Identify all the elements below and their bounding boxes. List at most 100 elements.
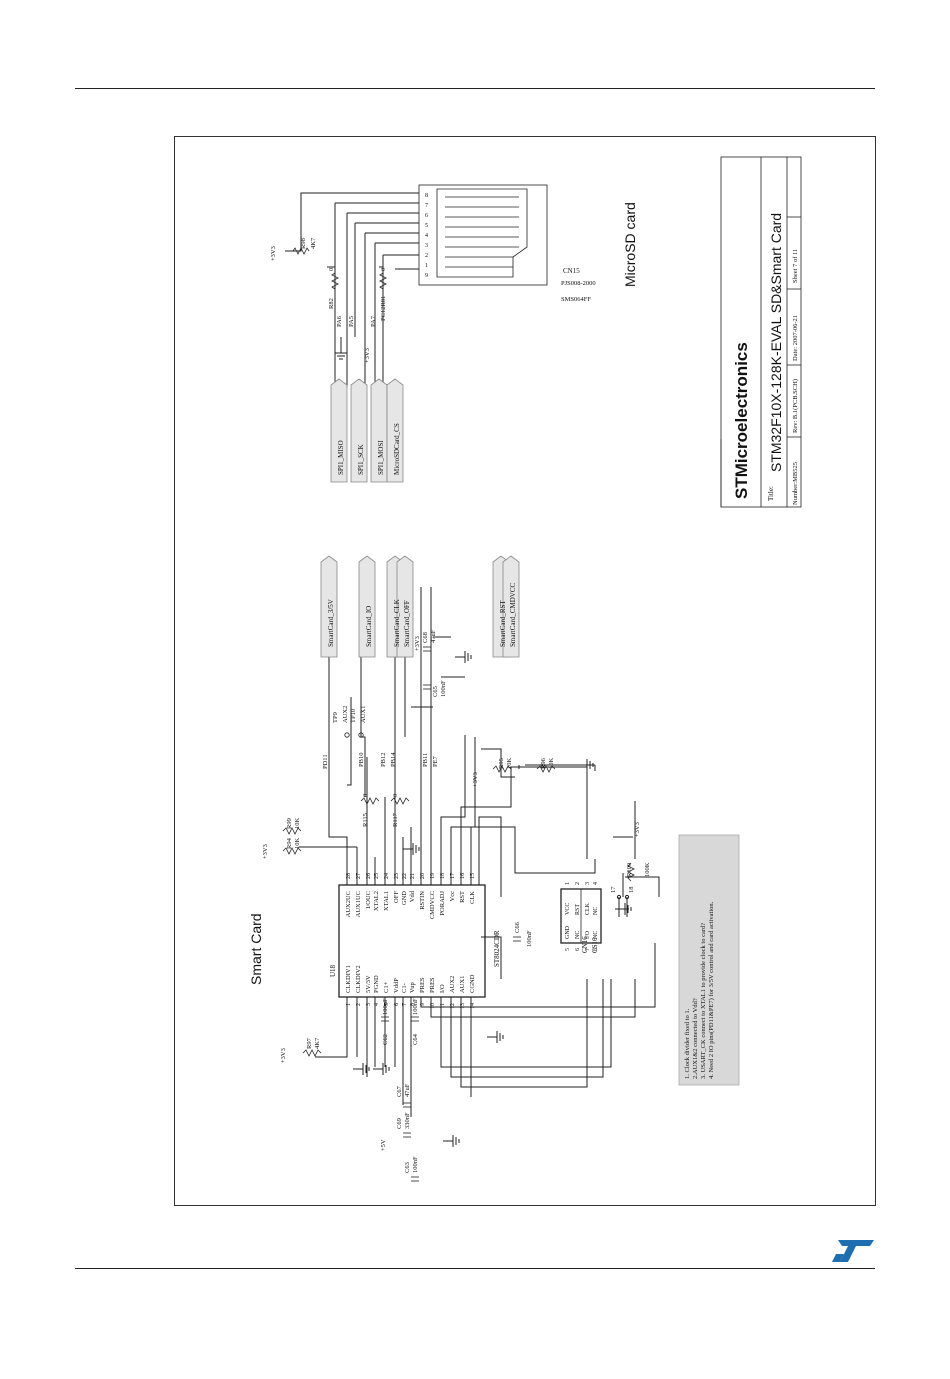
u18-pin-number: 23 bbox=[394, 873, 400, 879]
r82-value: 0 bbox=[328, 268, 335, 271]
smart-card-resistors bbox=[282, 765, 635, 1057]
cn15-ref: CN15 bbox=[563, 267, 580, 275]
c63-ref: C63 bbox=[404, 1162, 411, 1173]
u18-pin-number: 28 bbox=[346, 873, 352, 879]
card-detect-switch bbox=[613, 836, 633, 917]
u18-pin-name: PORADJ bbox=[439, 891, 446, 916]
u18-pin-name: Vcc bbox=[449, 891, 456, 902]
r98-supply: +3V3 bbox=[270, 246, 277, 261]
u18-pin-name: OFF bbox=[393, 891, 400, 903]
microsd-section-title: MicroSD card bbox=[622, 202, 638, 287]
cn16-pin-number: 3 bbox=[585, 882, 591, 885]
ground-icon bbox=[577, 759, 594, 771]
u18-pin-number: 27 bbox=[356, 873, 362, 879]
note-line: 2.AUX1&2 connected to Vdd? bbox=[692, 998, 699, 1079]
c64-value: 100nF bbox=[412, 998, 419, 1015]
testpoint-tp10 bbox=[358, 732, 364, 738]
c64-ref: C64 bbox=[412, 1033, 419, 1045]
title-block: STMicroelectronics Title: STM32F10X-128K… bbox=[720, 156, 802, 508]
port-spi1-miso: SPI1_MISO bbox=[337, 440, 345, 475]
u18-pin-number: 14 bbox=[470, 1003, 476, 1009]
u18-pin-number: 1 bbox=[346, 1003, 352, 1006]
cn16-ref: CN16 bbox=[581, 936, 589, 953]
switch-pin: 17 bbox=[610, 886, 617, 893]
ground-icon bbox=[373, 1063, 390, 1075]
cn16-pin-name: NC bbox=[575, 931, 581, 939]
u18-pin-number: 12 bbox=[450, 1003, 456, 1009]
u18-pin-number: 24 bbox=[384, 873, 390, 879]
port-smartcard-3-5v: SmartCard_3/5V bbox=[327, 599, 335, 647]
r94-ref: R94 bbox=[286, 837, 293, 849]
net-pb12: PB12 bbox=[380, 753, 387, 767]
u18-pin-number: 10 bbox=[430, 1003, 436, 1009]
microsd-ports: SPI1_MISO SPI1_SCK SPI1_MOSI MicroSDCard… bbox=[330, 378, 404, 483]
net-pb14: PB14 bbox=[390, 752, 397, 767]
r81-ref: PC12R81 bbox=[380, 296, 387, 321]
u18-pin-number: 7 bbox=[402, 1003, 408, 1006]
r97-ref: R97 bbox=[306, 1037, 313, 1049]
r95-value: 10K bbox=[506, 758, 513, 770]
port-smartcard-off: SmartCard_OFF bbox=[403, 600, 411, 647]
port-microsd-cs: MicroSDCard_CS bbox=[393, 423, 401, 475]
supply-label: +3V3 bbox=[472, 772, 479, 787]
u18-pin-name: XTAL1 bbox=[383, 891, 390, 911]
port-smartcard-rst: SmartCard_RST bbox=[499, 600, 507, 647]
r100-value: 100K bbox=[644, 862, 651, 877]
cn16-pin-number: 6 bbox=[575, 948, 581, 951]
cn16-pin-number: 2 bbox=[575, 882, 581, 885]
u18-pin-number: 19 bbox=[430, 873, 436, 879]
u18-pin-number: 21 bbox=[410, 873, 416, 879]
smart-card-capacitors bbox=[381, 646, 521, 1182]
c69-ref: C69 bbox=[396, 1118, 403, 1129]
c65-value: 100nF bbox=[440, 680, 447, 697]
u18-pin-number: 8 bbox=[410, 1003, 416, 1006]
r98-ref: R98 bbox=[300, 238, 307, 249]
note-line: 4. Need 2 IO pins(PD11&PE7) for 3/5V con… bbox=[708, 901, 715, 1079]
r115-value: 0 bbox=[362, 794, 369, 797]
r96-value: 10K bbox=[548, 758, 555, 770]
u18-pin-name: AUX1UC bbox=[355, 891, 362, 917]
microsd-net: +3V3 bbox=[364, 348, 371, 363]
tp9-name: AUX2 bbox=[342, 706, 349, 723]
u18-pin-name: 5V/3V bbox=[365, 975, 372, 993]
c62-value: 100nF bbox=[382, 998, 389, 1015]
u18-ref: U18 bbox=[329, 964, 337, 977]
c66-value: 100nF bbox=[526, 930, 533, 947]
c66-ref: C66 bbox=[514, 921, 521, 933]
port-spi1-sck: SPI1_SCK bbox=[357, 444, 365, 475]
u18-pin-name: AUX2 bbox=[449, 976, 456, 993]
u18-pin-name: CLKDIV2 bbox=[355, 965, 362, 993]
cn16-pin-number: 8 bbox=[593, 948, 599, 951]
cn15-part2: SMS064FF bbox=[561, 296, 591, 303]
drawing-title: STM32F10X-128K-EVAL SD&Smart Card bbox=[768, 213, 784, 472]
cn16-pin-name: CLK bbox=[585, 902, 591, 915]
u18-pin-name: GND bbox=[401, 891, 408, 905]
supply-label: +3V3 bbox=[262, 844, 269, 859]
ground-icon bbox=[443, 1135, 460, 1147]
cn16-pin-number: 1 bbox=[565, 882, 571, 885]
r81-resistor bbox=[379, 272, 387, 290]
st-logo-icon bbox=[832, 1240, 874, 1262]
u18-pin-number: 16 bbox=[460, 873, 466, 879]
r95-ref: R95 bbox=[498, 758, 505, 769]
cn15-pin: 7 bbox=[425, 203, 428, 209]
r99-value: 10K bbox=[294, 818, 301, 830]
u18-pin-name: PRES bbox=[419, 977, 426, 993]
u18-pin-number: 5 bbox=[384, 1003, 390, 1006]
supply-label: +3V3 bbox=[634, 822, 641, 837]
u18-pin-number: 9 bbox=[420, 1003, 426, 1006]
r97-value: 4K7 bbox=[314, 1037, 321, 1049]
ground-icon bbox=[615, 903, 632, 915]
c67-value: 47uF bbox=[404, 1083, 411, 1097]
c69-value: 330nF bbox=[404, 1112, 411, 1129]
microsd-net: PA5 bbox=[348, 316, 355, 327]
cn16-pin-number: 7 bbox=[585, 948, 591, 951]
u18-pin-name: AUX2UC bbox=[345, 891, 352, 917]
smart-card-wiring bbox=[299, 577, 660, 1117]
notes-box: 1. Clock divider fixed to 1. 2.AUX1&2 co… bbox=[678, 834, 740, 1086]
header-rule bbox=[75, 88, 875, 89]
u18-ic: U18 ST8024CDR bbox=[329, 884, 501, 998]
drawing-rev: Rev: B.1(PCB.SCH) bbox=[792, 379, 799, 433]
u18-pin-name: C1- bbox=[401, 983, 408, 993]
cn15-pin: 4 bbox=[425, 233, 428, 239]
